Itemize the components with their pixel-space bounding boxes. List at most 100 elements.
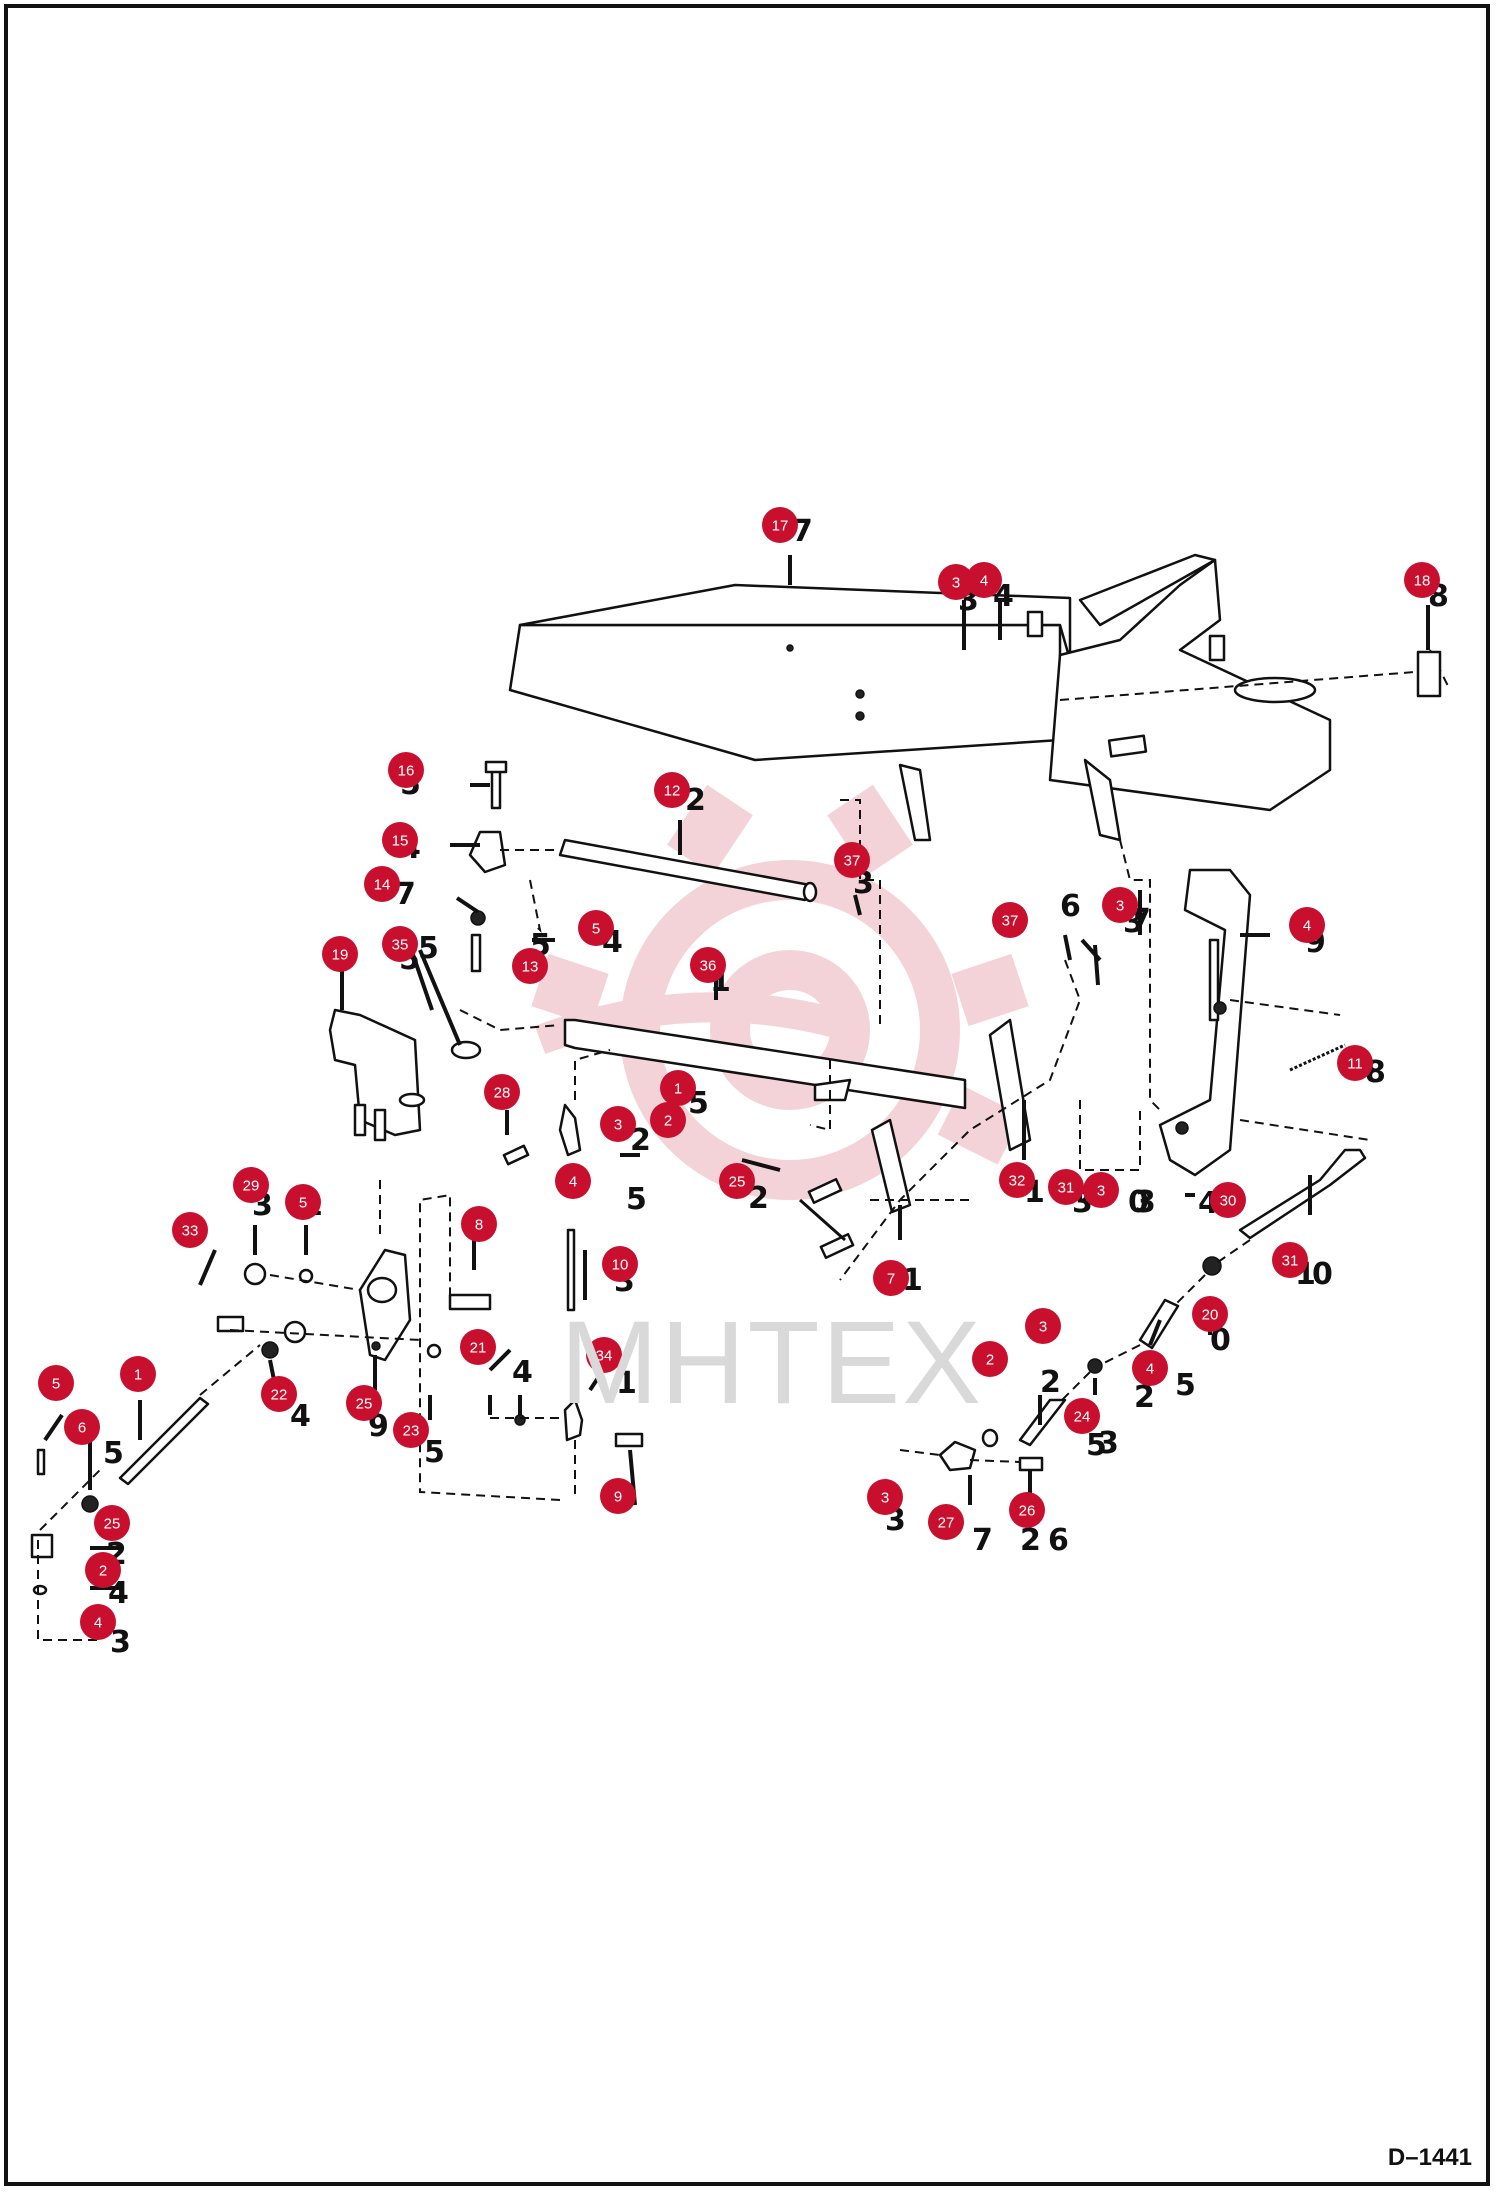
callout-circle <box>966 562 1002 598</box>
callout-circle <box>85 1552 121 1588</box>
callout-number: 34 <box>596 1348 613 1365</box>
callout-13: 13 <box>512 948 548 984</box>
callout-circle <box>600 1106 636 1142</box>
callout-number: 7 <box>887 1271 895 1288</box>
callout-number: 20 <box>1202 1307 1219 1324</box>
part-label: 6 <box>1048 1523 1069 1558</box>
part-number-labels: 7 3 4 8 5 2 4 3 7 4 5 6 3 7 9 5 5 1 8 5 … <box>103 514 1449 1660</box>
callout-9: 9 <box>600 1478 636 1514</box>
callout-number: 22 <box>271 1387 288 1404</box>
callout-circle <box>586 1337 622 1373</box>
callout-16: 16 <box>388 752 424 788</box>
callout-2: 2 <box>85 1552 121 1588</box>
drawing-number: D–1441 <box>1387 2144 1472 2171</box>
callout-circle <box>1289 907 1325 943</box>
callout-number: 2 <box>664 1113 672 1130</box>
callout-circle <box>285 1184 321 1220</box>
callout-number: 32 <box>1009 1173 1026 1190</box>
watermark-text: MHTEX <box>560 1297 983 1429</box>
part-label: 5 <box>626 1182 647 1217</box>
callout-circle <box>233 1167 269 1203</box>
left-mount-bracket <box>328 1008 482 1142</box>
callout-number: 6 <box>78 1420 86 1437</box>
callout-circle <box>346 1385 382 1421</box>
callout-number: 1 <box>674 1081 682 1098</box>
small-parts-left <box>216 1262 492 1359</box>
plate-31-lower <box>870 1118 912 1214</box>
callout-circle <box>1009 1492 1045 1528</box>
callout-circle <box>719 1163 755 1199</box>
upper-left-bracket <box>468 760 560 973</box>
callout-10: 10 <box>602 1246 638 1282</box>
callout-3: 3 <box>1083 1172 1119 1208</box>
callout-circle <box>120 1356 156 1392</box>
callout-number: 21 <box>470 1340 487 1357</box>
callout-number: 5 <box>52 1376 60 1393</box>
callout-number: 36 <box>700 958 717 975</box>
callout-number: 35 <box>392 937 409 954</box>
connection-lines <box>459 799 1161 1281</box>
callout-number: 2 <box>99 1563 107 1580</box>
drawing-frame <box>4 4 1490 2186</box>
callout-circle <box>1083 1172 1119 1208</box>
callout-number: 23 <box>403 1423 420 1440</box>
callout-circle <box>1064 1398 1100 1434</box>
callout-number: 4 <box>569 1174 577 1191</box>
callout-5: 5 <box>38 1365 74 1401</box>
callout-number: 31 <box>1282 1253 1299 1270</box>
callout-31: 31 <box>1272 1242 1308 1278</box>
callout-1: 1 <box>120 1356 156 1392</box>
callout-circle <box>650 1102 686 1138</box>
long-bar-11 <box>563 1018 967 1110</box>
part-label: 7 <box>972 1523 993 1558</box>
callout-number: 4 <box>980 573 988 590</box>
callout-2: 2 <box>972 1341 1008 1377</box>
callout-27: 27 <box>928 1504 964 1540</box>
callout-5: 5 <box>578 910 614 946</box>
callout-circle <box>172 1212 208 1248</box>
callout-3: 3 <box>600 1106 636 1142</box>
callout-circle <box>602 1246 638 1282</box>
callout-circle <box>1048 1169 1084 1205</box>
callout-number: 37 <box>1002 913 1019 930</box>
callout-23: 23 <box>393 1412 429 1448</box>
callout-18: 18 <box>1404 562 1440 598</box>
callout-circle <box>461 1206 497 1242</box>
callout-circle <box>1272 1242 1308 1278</box>
lever-19 <box>1158 868 1252 1177</box>
part-label: 1 <box>616 1366 637 1401</box>
callout-number: 31 <box>1058 1180 1075 1197</box>
part-label: 5 <box>418 931 439 966</box>
callout-circle <box>972 1341 1008 1377</box>
callout-number: 28 <box>494 1085 511 1102</box>
callout-circle <box>654 772 690 808</box>
rod-12 <box>558 838 818 903</box>
callout-4: 4 <box>555 1163 591 1199</box>
part-label: 3 <box>1135 1185 1156 1220</box>
callout-number: 24 <box>1074 1409 1091 1426</box>
callout-number: 25 <box>356 1396 373 1413</box>
callout-circle <box>999 1162 1035 1198</box>
callout-circle <box>80 1604 116 1640</box>
callout-number: 25 <box>729 1174 746 1191</box>
bolts-32 <box>799 1177 855 1260</box>
top-panel-assembly <box>508 553 1451 842</box>
callout-25: 25 <box>94 1505 130 1541</box>
callout-circle <box>460 1329 496 1365</box>
callout-number: 29 <box>243 1178 260 1195</box>
callout-circle <box>834 842 870 878</box>
callout-circle <box>1404 562 1440 598</box>
callout-26: 26 <box>1009 1492 1045 1528</box>
callout-7: 7 <box>873 1260 909 1296</box>
callout-36: 36 <box>690 947 726 983</box>
callout-3: 3 <box>938 564 974 600</box>
callout-12: 12 <box>654 772 690 808</box>
callout-number: 4 <box>1303 918 1311 935</box>
threaded-rod-6 <box>30 1344 261 1641</box>
callout-3: 3 <box>1025 1308 1061 1344</box>
part-label: 7 <box>395 877 416 912</box>
callout-number: 3 <box>1116 898 1124 915</box>
callout-circle <box>382 926 418 962</box>
